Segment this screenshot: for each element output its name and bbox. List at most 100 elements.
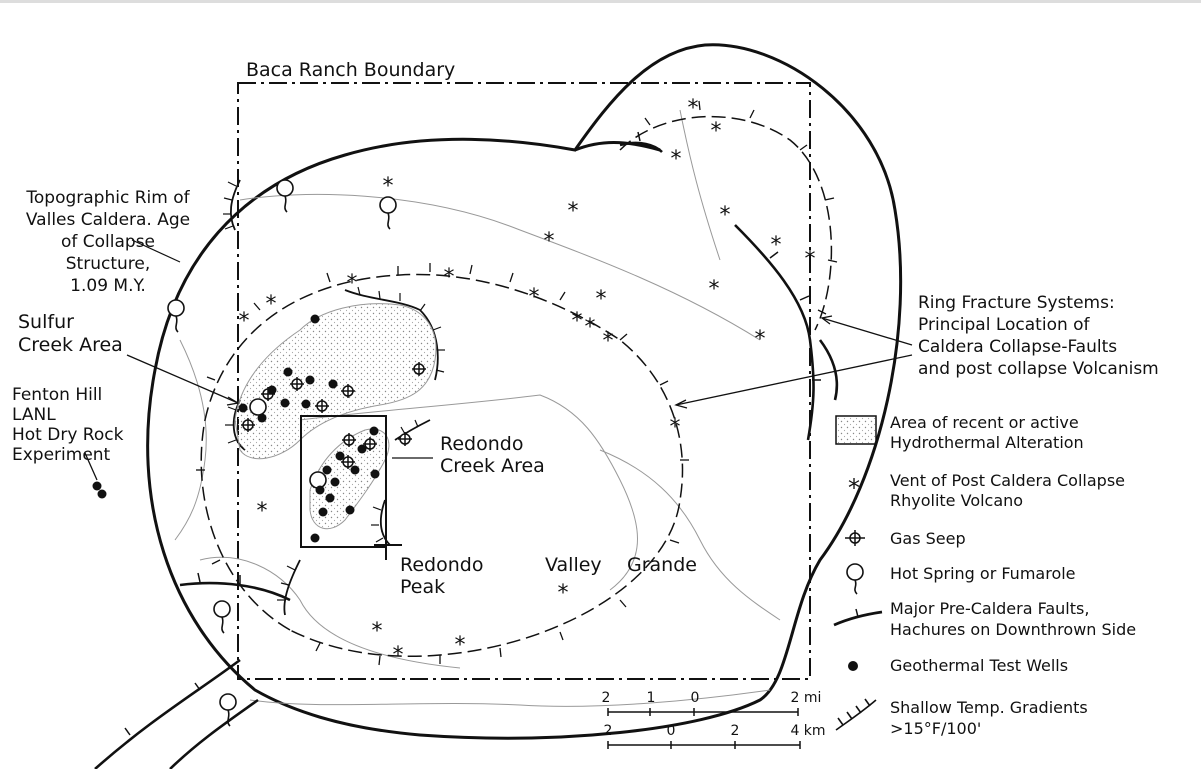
rhyolite-vents: *** *** *** *** *** *** *** *** ** bbox=[239, 96, 816, 668]
svg-text:*: * bbox=[572, 309, 583, 334]
grande-label: Grande bbox=[627, 554, 697, 576]
temp-gradient-ticks bbox=[223, 181, 445, 601]
svg-text:*: * bbox=[372, 619, 383, 644]
fenton-hill-label: Fenton Hill LANL Hot Dry Rock Experiment bbox=[12, 385, 124, 465]
svg-text:LANL: LANL bbox=[12, 405, 56, 425]
svg-text:Sulfur: Sulfur bbox=[18, 311, 74, 333]
drainage-lines bbox=[174, 109, 781, 707]
svg-text:Topographic Rim of: Topographic Rim of bbox=[25, 188, 190, 208]
topo-rim-leader bbox=[131, 239, 181, 263]
redondo-creek-area-box bbox=[300, 415, 387, 548]
svg-text:Shallow Temp. Gradients: Shallow Temp. Gradients bbox=[890, 698, 1088, 717]
svg-text:Experiment: Experiment bbox=[12, 445, 111, 465]
svg-text:of Collapse: of Collapse bbox=[61, 232, 155, 252]
svg-text:Hachures on Downthrown Side: Hachures on Downthrown Side bbox=[890, 620, 1136, 639]
svg-text:Gas Seep: Gas Seep bbox=[890, 529, 966, 548]
svg-text:*: * bbox=[529, 285, 540, 310]
baca-ranch-boundary-label: Baca Ranch Boundary bbox=[246, 59, 455, 81]
svg-text:Fenton Hill: Fenton Hill bbox=[12, 385, 102, 405]
legend-fault-icon bbox=[833, 608, 883, 627]
legend: Area of recent or active Hydrothermal Al… bbox=[833, 413, 1136, 738]
major-faults bbox=[94, 141, 839, 769]
svg-text:1.09 M.Y.: 1.09 M.Y. bbox=[70, 276, 146, 296]
svg-text:Hot Spring or Fumarole: Hot Spring or Fumarole bbox=[890, 564, 1076, 583]
svg-text:1: 1 bbox=[647, 690, 656, 706]
svg-text:*: * bbox=[239, 309, 250, 334]
svg-text:*: * bbox=[393, 643, 404, 668]
svg-text:*: * bbox=[709, 277, 720, 302]
svg-text:Structure,: Structure, bbox=[66, 254, 151, 274]
outer-ring-ticks bbox=[196, 263, 689, 666]
scale-bar bbox=[607, 708, 801, 749]
svg-text:*: * bbox=[383, 174, 394, 199]
svg-text:2: 2 bbox=[731, 723, 740, 739]
geothermal-wells bbox=[92, 314, 380, 543]
baca-ranch-boundary bbox=[237, 82, 811, 680]
legend-gas-seep-icon bbox=[845, 530, 865, 546]
sulfur-creek-label: Sulfur Creek Area bbox=[18, 311, 123, 356]
svg-text:*: * bbox=[558, 581, 569, 606]
svg-text:*: * bbox=[603, 329, 614, 354]
svg-text:*: * bbox=[711, 119, 722, 144]
svg-text:Creek Area: Creek Area bbox=[18, 334, 123, 356]
svg-text:*: * bbox=[596, 287, 607, 312]
svg-text:*: * bbox=[257, 499, 268, 524]
svg-text:Redondo: Redondo bbox=[440, 433, 523, 455]
svg-text:Valles Caldera. Age: Valles Caldera. Age bbox=[26, 210, 190, 230]
leader-arrows bbox=[84, 315, 913, 481]
svg-text:*: * bbox=[347, 271, 358, 296]
svg-text:*: * bbox=[444, 265, 455, 290]
svg-text:Creek Area: Creek Area bbox=[440, 455, 545, 477]
svg-text:Rhyolite Volcano: Rhyolite Volcano bbox=[890, 491, 1023, 510]
outer-ring-fracture bbox=[200, 273, 684, 658]
svg-text:*: * bbox=[720, 203, 731, 228]
legend-hachure-icon bbox=[835, 698, 877, 731]
redondo-creek-label: Redondo Creek Area bbox=[440, 433, 545, 477]
ne-ring-fracture bbox=[619, 115, 833, 331]
svg-text:0: 0 bbox=[667, 723, 676, 739]
svg-text:*: * bbox=[755, 327, 766, 352]
svg-text:Major Pre-Caldera Faults,: Major Pre-Caldera Faults, bbox=[890, 599, 1089, 618]
svg-text:*: * bbox=[585, 315, 596, 340]
svg-text:4 km: 4 km bbox=[790, 723, 825, 739]
svg-text:Hot Dry Rock: Hot Dry Rock bbox=[12, 425, 124, 445]
valley-label: Valley bbox=[545, 554, 602, 576]
svg-text:*: * bbox=[671, 147, 682, 172]
svg-text:2: 2 bbox=[602, 690, 611, 706]
svg-text:Principal Location of: Principal Location of bbox=[918, 315, 1091, 335]
svg-text:*: * bbox=[805, 247, 816, 272]
legend-hot-spring-icon bbox=[846, 563, 864, 595]
svg-text:2: 2 bbox=[604, 723, 613, 739]
top-border bbox=[0, 0, 1201, 3]
svg-text:*: * bbox=[670, 415, 681, 440]
gas-seeps bbox=[241, 362, 426, 469]
topo-rim-label: Topographic Rim of Valles Caldera. Age o… bbox=[25, 188, 190, 296]
svg-text:Ring Fracture Systems:: Ring Fracture Systems: bbox=[918, 293, 1115, 313]
hot-springs bbox=[167, 179, 397, 727]
svg-text:*: * bbox=[771, 233, 782, 258]
svg-text:*: * bbox=[455, 633, 466, 658]
svg-text:0: 0 bbox=[691, 690, 700, 706]
fault-hachures bbox=[124, 131, 821, 736]
svg-text:*: * bbox=[688, 96, 699, 121]
svg-text:Caldera Collapse-Faults: Caldera Collapse-Faults bbox=[918, 337, 1117, 357]
redondo-peak-label: Redondo Peak bbox=[400, 554, 483, 598]
legend-stippled-area-icon bbox=[835, 415, 877, 445]
svg-text:>15°F/100': >15°F/100' bbox=[890, 719, 981, 738]
svg-text:Peak: Peak bbox=[400, 576, 445, 598]
legend-well-dot-icon bbox=[848, 661, 858, 671]
svg-text:Geothermal Test Wells: Geothermal Test Wells bbox=[890, 656, 1068, 675]
scale-labels: 2 1 0 2 mi 2 0 2 4 km bbox=[602, 690, 826, 739]
ring-fracture-label: Ring Fracture Systems: Principal Locatio… bbox=[918, 293, 1159, 379]
redondo-peak-marker bbox=[374, 533, 402, 560]
svg-text:*: * bbox=[544, 229, 555, 254]
topographic-rim bbox=[146, 43, 903, 740]
svg-text:Hydrothermal Alteration: Hydrothermal Alteration bbox=[890, 433, 1084, 452]
ne-ring-ticks bbox=[644, 100, 838, 315]
svg-text:Vent of Post Caldera Collapse: Vent of Post Caldera Collapse bbox=[890, 471, 1125, 490]
svg-text:2 mi: 2 mi bbox=[791, 690, 822, 706]
svg-text:Area of recent or active: Area of recent or active bbox=[890, 413, 1079, 432]
svg-text:*: * bbox=[266, 292, 277, 317]
svg-text:and post collapse Volcanism: and post collapse Volcanism bbox=[918, 359, 1159, 379]
